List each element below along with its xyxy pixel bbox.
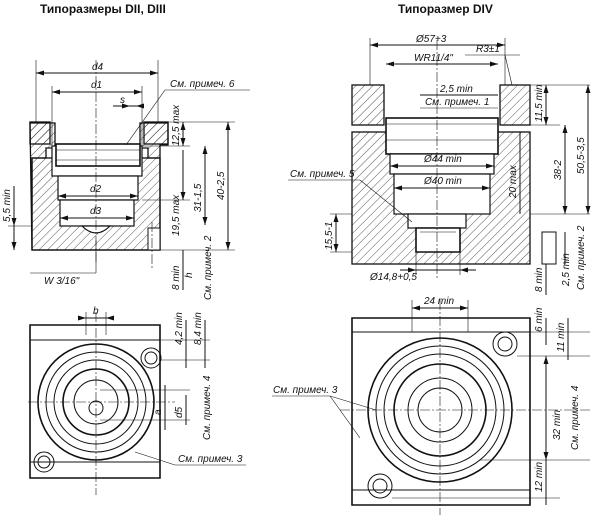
- note-6: См. примеч. 6: [170, 79, 235, 90]
- dim-b: b: [93, 306, 99, 317]
- dim-6-min: 6 min: [534, 307, 545, 332]
- note-5: См. примеч. 5: [290, 169, 355, 180]
- dim-19-5-max: 19,5 max: [171, 194, 182, 236]
- dim-11-5-min: 11,5 min: [534, 84, 545, 122]
- dim-38: 38-2: [553, 160, 564, 180]
- dim-d5: d5: [174, 406, 185, 418]
- dim-d2: d2: [90, 184, 102, 195]
- right-section-view: Ø57+3 R3±1 WR11/4" 2,5 min См. примеч. 1…: [288, 34, 591, 295]
- dim-d40: Ø40 min: [423, 176, 462, 187]
- dim-d3: d3: [90, 206, 102, 217]
- title-left: Типоразмеры DII, DIII: [40, 2, 166, 16]
- dim-20-max: 20 max: [508, 164, 519, 199]
- dim-2-5-min: 2,5 min: [439, 84, 473, 95]
- dim-s: s: [120, 95, 125, 106]
- dim-4-2-min: 4,2 min: [174, 312, 185, 345]
- dim-8-min: 8 min: [171, 265, 182, 290]
- dim-r3: R3±1: [476, 44, 500, 55]
- dim-12-5-max: 12,5 max: [171, 104, 182, 146]
- dim-a: a: [153, 409, 164, 415]
- dim-5-5-min: 5,5 min: [2, 189, 13, 222]
- note-3-left: См. примеч. 3: [178, 454, 243, 465]
- dim-12-min: 12 min: [534, 462, 545, 492]
- dim-40: 40-2,5: [216, 171, 227, 200]
- dim-8-min-right: 8 min: [534, 267, 545, 292]
- note-3-right: См. примеч. 3: [273, 385, 338, 396]
- right-plan-view: 24 min 6 min 11 min См. примеч. 3 32 min…: [272, 296, 590, 515]
- dim-wr: WR11/4": [414, 53, 453, 64]
- dim-w316: W 3/16": [44, 276, 80, 287]
- note-1: См. примеч. 1: [425, 97, 489, 108]
- note-4-right: См. примеч. 4: [570, 385, 581, 450]
- dim-31: 31-1,5: [193, 183, 204, 212]
- dim-24-min: 24 min: [423, 296, 454, 307]
- dim-d14-8: Ø14,8+0,5: [369, 272, 417, 283]
- note-2-right: См. примеч. 2: [576, 225, 587, 290]
- dim-d1: d1: [91, 80, 102, 91]
- dim-8-4-min: 8,4 min: [193, 312, 204, 345]
- dim-32-min: 32 min: [552, 410, 563, 440]
- dim-11-min: 11 min: [556, 322, 567, 352]
- note-4-left: См. примеч. 4: [202, 375, 213, 440]
- dim-15-5: 15,5-1: [324, 222, 335, 250]
- dim-d44: Ø44 min: [423, 154, 462, 165]
- dim-d4: d4: [92, 62, 104, 73]
- title-right: Типоразмер DIV: [398, 2, 493, 16]
- dim-h: h: [184, 272, 195, 278]
- dim-d57: Ø57+3: [415, 34, 447, 45]
- left-section-view: d4 d1 s См. примеч. 6 d2 d3: [2, 60, 250, 300]
- note-2-left: См. примеч. 2: [203, 235, 214, 300]
- left-plan-view: b 4,2 min 8,4 min a d5 См. примеч. 4 См.…: [28, 306, 246, 495]
- dim-2-5-min-b: 2,5 min: [561, 253, 572, 287]
- dim-50-5: 50,5-3,5: [576, 137, 587, 174]
